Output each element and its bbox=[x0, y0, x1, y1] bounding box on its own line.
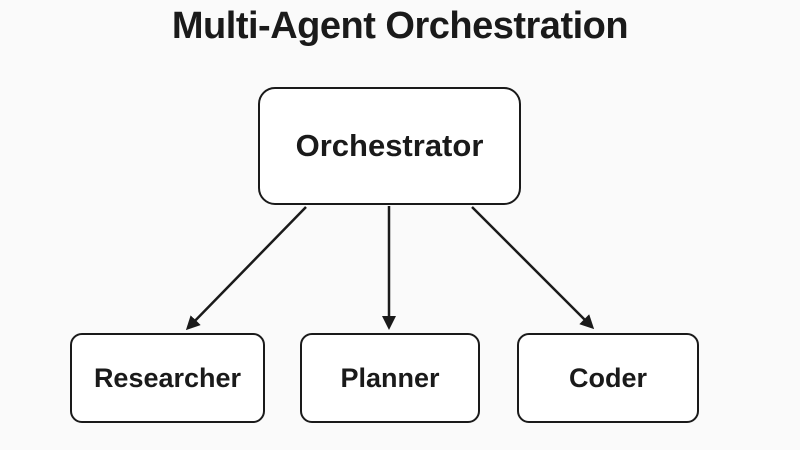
node-planner-label: Planner bbox=[340, 362, 440, 393]
edge-orchestrator-to-researcher bbox=[185, 206, 307, 331]
node-researcher-label: Researcher bbox=[93, 362, 242, 393]
diagram-title: Multi-Agent Orchestration bbox=[171, 5, 629, 47]
node-orchestrator: Orchestrator bbox=[258, 87, 521, 205]
node-coder-label: Coder bbox=[568, 362, 647, 393]
node-coder: Coder bbox=[517, 333, 699, 423]
node-orchestrator-label: Orchestrator bbox=[295, 128, 484, 163]
node-planner: Planner bbox=[300, 333, 480, 423]
edge-orchestrator-to-coder bbox=[471, 206, 595, 330]
node-researcher: Researcher bbox=[70, 333, 265, 423]
